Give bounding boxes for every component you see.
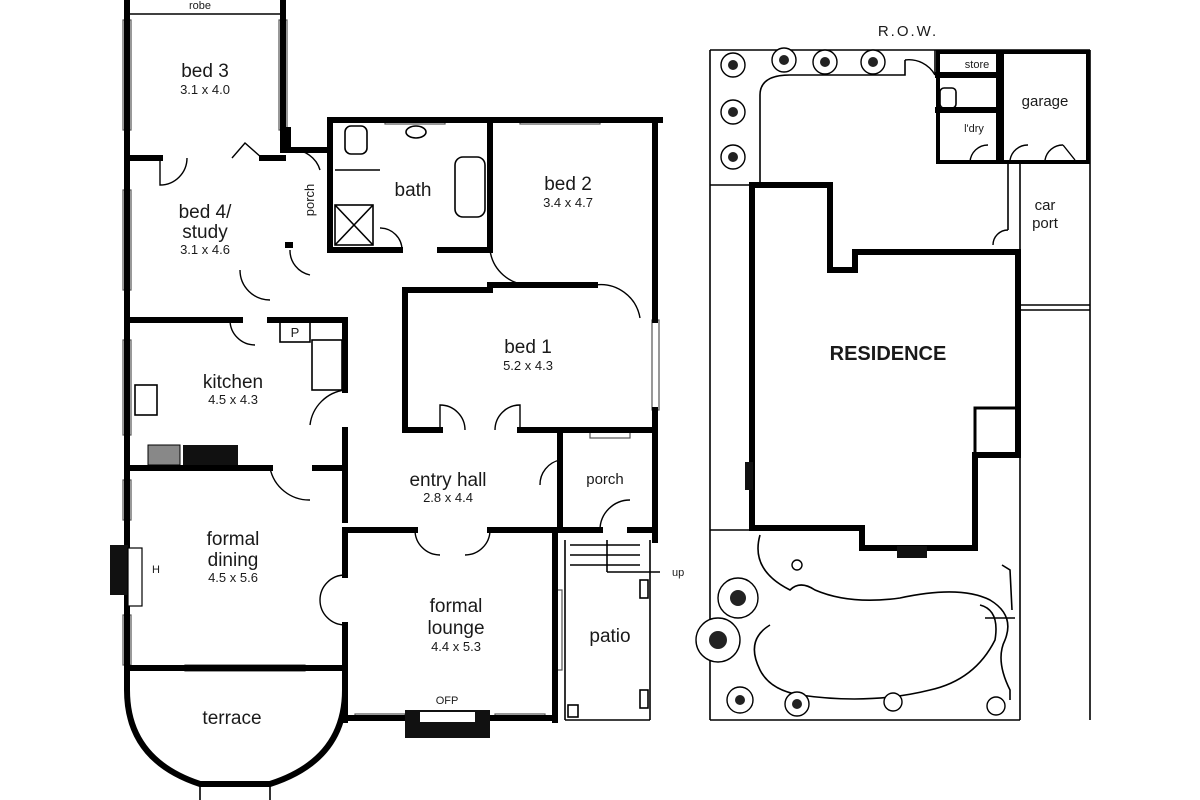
site-plan: store l'dry garage car port R.O.W. RESID… bbox=[695, 23, 1091, 721]
front-porch-label: porch bbox=[586, 471, 624, 488]
tree-icon bbox=[986, 696, 1006, 716]
store-label: store bbox=[965, 59, 989, 71]
tree-icon bbox=[860, 49, 886, 75]
lounge-label-line2: lounge bbox=[427, 618, 484, 639]
entry-hall-dimensions: 2.8 x 4.4 bbox=[423, 490, 473, 505]
bed3-label: bed 3 bbox=[181, 61, 229, 82]
dining-label-line2: dining bbox=[208, 550, 259, 571]
tree-icon bbox=[812, 49, 838, 75]
side-porch-label: porch bbox=[302, 184, 317, 217]
laundry-label: l'dry bbox=[964, 123, 984, 135]
carport-label-line1: car bbox=[1035, 197, 1056, 214]
tree-icon bbox=[720, 144, 746, 170]
ofp-label: OFP bbox=[436, 695, 459, 707]
row-label: R.O.W. bbox=[878, 23, 938, 40]
bed4-label-line2: study bbox=[182, 222, 228, 243]
garden-trees bbox=[695, 47, 1006, 717]
bed3-dimensions: 3.1 x 4.0 bbox=[180, 82, 230, 97]
bath-label: bath bbox=[395, 180, 432, 201]
robe-label: robe bbox=[189, 0, 211, 12]
residence-label: RESIDENCE bbox=[830, 343, 947, 365]
bed1-label: bed 1 bbox=[504, 337, 552, 358]
bed2-label: bed 2 bbox=[544, 174, 592, 195]
tree-icon bbox=[771, 47, 797, 73]
tree-icon bbox=[883, 692, 903, 712]
windows bbox=[122, 19, 660, 721]
garage-label: garage bbox=[1022, 93, 1069, 110]
bed1-dimensions: 5.2 x 4.3 bbox=[503, 358, 553, 373]
tree-icon bbox=[720, 99, 746, 125]
lounge-dimensions: 4.4 x 5.3 bbox=[431, 639, 481, 654]
tree-icon bbox=[791, 559, 803, 571]
pantry-label: P bbox=[291, 325, 300, 340]
kitchen-dimensions: 4.5 x 4.3 bbox=[208, 392, 258, 407]
up-label: up bbox=[672, 567, 684, 579]
patio-label: patio bbox=[589, 626, 630, 647]
tree-icon bbox=[784, 691, 810, 717]
bed4-label-line1: bed 4/ bbox=[179, 202, 233, 223]
house-plan: robe bed 3 3.1 x 4.0 bed 4/ study 3.1 x … bbox=[110, 0, 684, 800]
dining-label-line1: formal bbox=[207, 529, 260, 550]
terrace-label: terrace bbox=[202, 708, 261, 729]
tree-icon bbox=[717, 577, 759, 619]
entry-hall-label: entry hall bbox=[409, 470, 486, 491]
doors bbox=[159, 142, 641, 626]
hearth-label: H bbox=[152, 564, 160, 576]
tree-icon bbox=[726, 686, 754, 714]
bed4-dimensions: 3.1 x 4.6 bbox=[180, 242, 230, 257]
kitchen-label: kitchen bbox=[203, 372, 263, 393]
dining-dimensions: 4.5 x 5.6 bbox=[208, 570, 258, 585]
bed2-dimensions: 3.4 x 4.7 bbox=[543, 195, 593, 210]
carport-label-line2: port bbox=[1032, 215, 1059, 232]
walls bbox=[110, 0, 663, 800]
tree-icon bbox=[720, 52, 746, 78]
lounge-label-line1: formal bbox=[430, 596, 483, 617]
tree-icon bbox=[695, 617, 741, 663]
